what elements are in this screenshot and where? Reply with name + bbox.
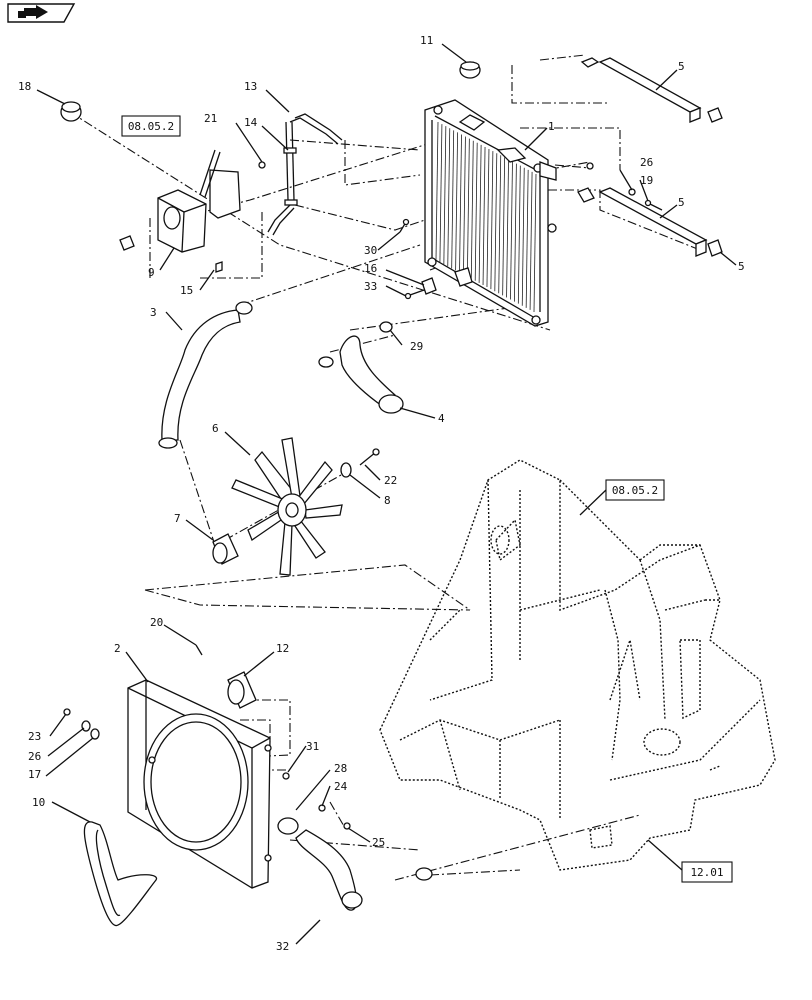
callout-29: 29	[410, 340, 423, 353]
callout-28: 28	[334, 762, 347, 775]
fan-shroud	[127, 679, 272, 889]
fasteners-lower	[63, 644, 433, 881]
callout-1: 1	[548, 120, 555, 133]
lower-coolant-hose	[277, 817, 363, 911]
callout-16: 16	[364, 262, 377, 275]
callout-26-lower: 26	[28, 750, 41, 763]
lower-radiator-hose	[318, 321, 404, 414]
overflow-hose	[267, 113, 343, 236]
callout-31: 31	[306, 740, 319, 753]
callout-leaders	[36, 43, 737, 945]
coolant-reservoir	[119, 149, 266, 273]
callout-24: 24	[334, 780, 348, 793]
reference-label-2: 08.05.2	[612, 484, 658, 497]
callout-30: 30	[364, 244, 377, 257]
radiator-cap	[459, 61, 481, 79]
reservoir-cap	[60, 101, 82, 122]
chassis-frame	[379, 459, 776, 871]
callout-9: 9	[148, 266, 155, 279]
callout-32: 32	[276, 940, 289, 953]
callout-11: 11	[420, 34, 433, 47]
callout-5-middle: 5	[678, 196, 685, 209]
callout-13: 13	[244, 80, 257, 93]
shroud-seal	[227, 671, 257, 709]
reference-box-3[interactable]: 12.01	[681, 861, 733, 883]
next-page-arrow-icon[interactable]	[7, 3, 76, 23]
callout-12: 12	[276, 642, 289, 655]
callout-26-upper: 26	[640, 156, 653, 169]
radiator	[424, 99, 557, 327]
callout-22: 22	[384, 474, 397, 487]
reference-box-1[interactable]: 08.05.2	[121, 115, 181, 137]
callout-4: 4	[438, 412, 445, 425]
callout-17: 17	[28, 768, 41, 781]
callout-19: 19	[640, 174, 653, 187]
callout-23: 23	[28, 730, 41, 743]
reference-label-3: 12.01	[690, 866, 723, 879]
callout-8: 8	[384, 494, 391, 507]
callout-6: 6	[212, 422, 219, 435]
fan-belt	[83, 821, 158, 927]
callout-25: 25	[372, 836, 385, 849]
callout-18: 18	[18, 80, 31, 93]
mounting-pads	[577, 57, 723, 257]
callout-10: 10	[32, 796, 45, 809]
fan-bolt-washer	[340, 448, 380, 478]
callout-7: 7	[174, 512, 181, 525]
fasteners-upper	[399, 162, 663, 300]
callout-labels: 1 2 3 4 5 5 5 6 7 8 9 10 11 12 13 14 15 …	[18, 34, 745, 953]
reference-box-2[interactable]: 08.05.2	[605, 479, 665, 501]
callout-33: 33	[364, 280, 377, 293]
callout-5-bottom: 5	[738, 260, 745, 273]
fan-spacer	[212, 533, 239, 565]
callout-14: 14	[244, 116, 258, 129]
callout-21: 21	[204, 112, 217, 125]
callout-3: 3	[150, 306, 157, 319]
reference-label-1: 08.05.2	[128, 120, 174, 133]
callout-5-top: 5	[678, 60, 685, 73]
cooling-fan	[231, 437, 343, 576]
callout-2: 2	[114, 642, 121, 655]
callout-20: 20	[150, 616, 163, 629]
callout-15: 15	[180, 284, 193, 297]
upper-radiator-hose	[158, 301, 253, 449]
